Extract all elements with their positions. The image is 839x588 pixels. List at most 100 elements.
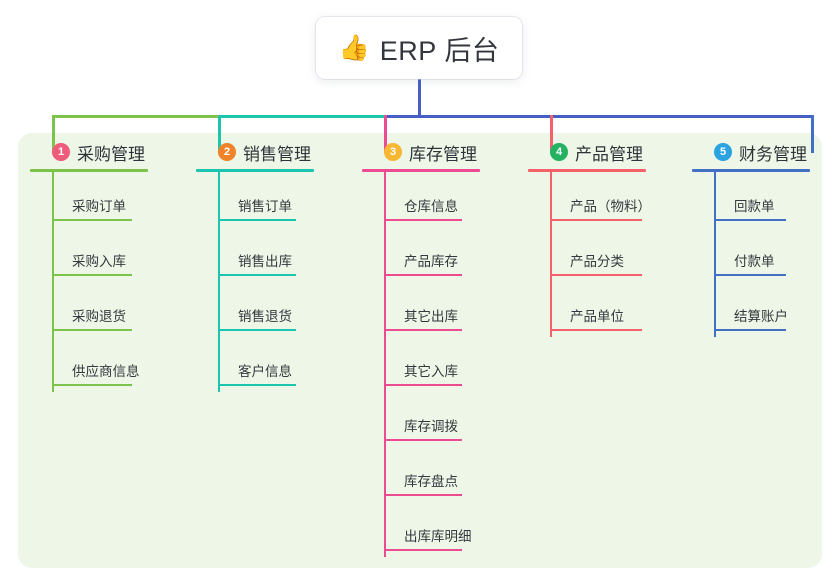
menu-item-underline <box>550 329 642 331</box>
column-title: 产品管理 <box>575 144 643 164</box>
menu-item-label: 出库库明细 <box>404 529 472 544</box>
column-items: 销售订单销售出库销售退货客户信息 <box>196 172 346 392</box>
menu-item-label: 采购入库 <box>72 254 126 269</box>
connector-bus-green <box>52 115 218 118</box>
menu-item-underline <box>384 274 462 276</box>
menu-item-underline <box>52 329 132 331</box>
menu-item[interactable]: 产品库存 <box>362 227 512 282</box>
menu-item[interactable]: 其它出库 <box>362 282 512 337</box>
column-items: 采购订单采购入库采购退货供应商信息 <box>30 172 180 392</box>
menu-item-label: 产品（物料） <box>570 199 651 214</box>
menu-item[interactable]: 付款单 <box>692 227 827 282</box>
menu-item[interactable]: 客户信息 <box>196 337 346 392</box>
menu-item[interactable]: 供应商信息 <box>30 337 180 392</box>
menu-item[interactable]: 回款单 <box>692 172 827 227</box>
menu-item-label: 采购订单 <box>72 199 126 214</box>
menu-item-underline <box>384 219 462 221</box>
menu-item-underline <box>384 329 462 331</box>
menu-item[interactable]: 采购入库 <box>30 227 180 282</box>
connector-drop-3 <box>384 115 387 153</box>
column-title: 采购管理 <box>77 144 145 164</box>
menu-item-underline <box>384 384 462 386</box>
column-underline <box>362 169 480 172</box>
menu-item[interactable]: 产品分类 <box>528 227 678 282</box>
menu-item-label: 产品库存 <box>404 254 458 269</box>
menu-item-label: 销售出库 <box>238 254 292 269</box>
connector-bus-blue <box>384 115 814 118</box>
page-title: ERP 后台 <box>379 35 500 66</box>
menu-item-label: 供应商信息 <box>72 364 140 379</box>
connector-bus-teal <box>218 115 384 118</box>
menu-item-underline <box>218 219 296 221</box>
menu-item-underline <box>384 494 462 496</box>
menu-item[interactable]: 结算账户 <box>692 282 827 337</box>
column-title: 财务管理 <box>739 144 807 164</box>
menu-item-label: 产品单位 <box>570 309 624 324</box>
menu-item-label: 其它出库 <box>404 309 458 324</box>
menu-item[interactable]: 销售订单 <box>196 172 346 227</box>
column-underline <box>528 169 646 172</box>
menu-item-label: 客户信息 <box>238 364 292 379</box>
menu-item[interactable]: 采购退货 <box>30 282 180 337</box>
column-header-5[interactable]: 5 财务管理 <box>714 140 827 164</box>
menu-item-underline <box>550 274 642 276</box>
menu-item-label: 回款单 <box>734 199 775 214</box>
column-spine <box>52 172 54 392</box>
menu-item[interactable]: 产品（物料） <box>528 172 678 227</box>
menu-item-underline <box>52 274 132 276</box>
menu-item-label: 库存调拨 <box>404 419 458 434</box>
column-title: 库存管理 <box>409 144 477 164</box>
menu-item-label: 结算账户 <box>734 309 788 324</box>
menu-item-label: 产品分类 <box>570 254 624 269</box>
menu-item-underline <box>218 274 296 276</box>
connector-drop-1 <box>52 115 55 153</box>
menu-item[interactable]: 仓库信息 <box>362 172 512 227</box>
menu-item[interactable]: 库存盘点 <box>362 447 512 502</box>
menu-item-label: 付款单 <box>734 254 775 269</box>
column-spine <box>714 172 716 337</box>
menu-item[interactable]: 采购订单 <box>30 172 180 227</box>
menu-item-label: 仓库信息 <box>404 199 458 214</box>
connector-drop-5 <box>811 115 814 153</box>
column-header-3[interactable]: 3 库存管理 <box>384 140 512 164</box>
menu-item-underline <box>384 439 462 441</box>
menu-item-underline <box>550 219 642 221</box>
column-spine <box>384 172 386 557</box>
column-title: 销售管理 <box>243 144 311 164</box>
connector-trunk-vertical <box>418 79 421 118</box>
menu-item-underline <box>218 329 296 331</box>
menu-item[interactable]: 库存调拨 <box>362 392 512 447</box>
connector-drop-2 <box>218 115 221 153</box>
column-items: 仓库信息产品库存其它出库其它入库库存调拨库存盘点出库库明细 <box>362 172 512 557</box>
root-node-erp-backend[interactable]: 👍 ERP 后台 <box>316 17 522 79</box>
menu-item-underline <box>714 274 786 276</box>
menu-item-underline <box>218 384 296 386</box>
column-badge-3: 3 <box>384 143 402 161</box>
column-underline <box>692 169 810 172</box>
menu-item-label: 库存盘点 <box>404 474 458 489</box>
column-spine <box>218 172 220 392</box>
branch-column-财务管理: 5 财务管理回款单付款单结算账户 <box>692 140 827 337</box>
menu-item-underline <box>52 219 132 221</box>
column-spine <box>550 172 552 337</box>
column-header-1[interactable]: 1 采购管理 <box>52 140 180 164</box>
menu-item[interactable]: 出库库明细 <box>362 502 512 557</box>
column-badge-5: 5 <box>714 143 732 161</box>
column-underline <box>196 169 314 172</box>
menu-item[interactable]: 产品单位 <box>528 282 678 337</box>
menu-item[interactable]: 其它入库 <box>362 337 512 392</box>
column-items: 回款单付款单结算账户 <box>692 172 827 337</box>
column-underline <box>30 169 148 172</box>
branch-column-采购管理: 1 采购管理采购订单采购入库采购退货供应商信息 <box>30 140 180 392</box>
menu-item-underline <box>714 219 786 221</box>
menu-item[interactable]: 销售退货 <box>196 282 346 337</box>
menu-item[interactable]: 销售出库 <box>196 227 346 282</box>
menu-item-label: 销售订单 <box>238 199 292 214</box>
menu-item-label: 采购退货 <box>72 309 126 324</box>
column-badge-1: 1 <box>52 143 70 161</box>
